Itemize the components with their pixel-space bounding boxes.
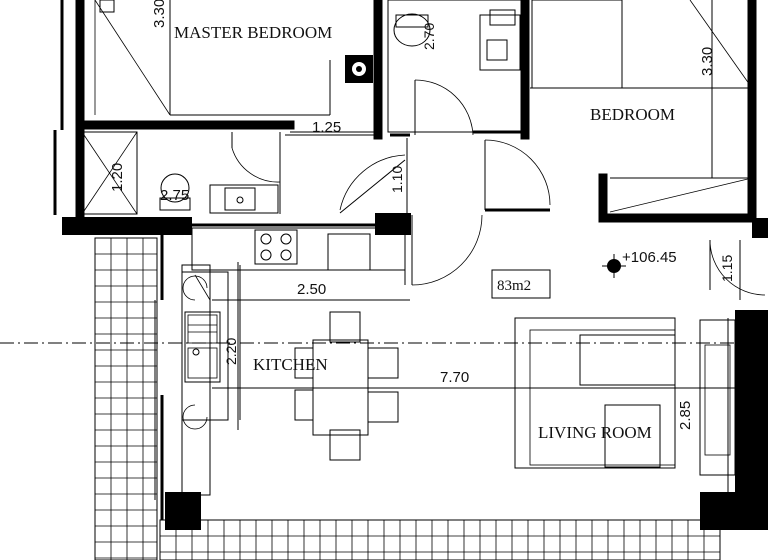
area-box <box>491 269 551 299</box>
dim-door-width: 1.10 <box>389 166 405 193</box>
coffee-table <box>604 404 661 468</box>
door-master <box>414 79 474 136</box>
dim-bedroom-height: 3.30 <box>699 47 716 76</box>
kitchen-label: KITCHEN <box>253 355 328 374</box>
door-corridor <box>339 154 406 214</box>
dim-bath-width: 2.75 <box>160 187 189 204</box>
dimension-lines <box>136 0 741 520</box>
stove-icon <box>254 229 298 265</box>
dim-corridor-width: 1.25 <box>312 119 341 136</box>
bedroom-label: BEDROOM <box>590 105 675 124</box>
wc <box>345 0 524 133</box>
dim-kitchen-width: 2.50 <box>297 281 326 298</box>
dim-wc-depth: 2.70 <box>421 23 437 50</box>
sink-icon <box>184 311 221 383</box>
sofa <box>514 317 676 469</box>
door-bedroom <box>484 139 551 210</box>
dim-right-opening: 1.15 <box>719 255 735 282</box>
balcony-tiles-bottom <box>159 519 721 560</box>
bed <box>94 0 331 116</box>
master-bedroom-label: MASTER BEDROOM <box>174 23 332 42</box>
level-label: +106.45 <box>622 249 677 266</box>
balcony-tiles-left <box>94 237 158 560</box>
toilet-icon <box>159 173 191 211</box>
dim-bath-height: 1.20 <box>109 163 126 192</box>
dim-master-left: 3.30 <box>151 0 168 28</box>
dim-kitchen-depth: 2.20 <box>223 338 239 365</box>
door-entry <box>404 214 483 286</box>
bedroom-furniture <box>530 0 753 213</box>
living-room-label: LIVING ROOM <box>538 423 652 442</box>
dim-living-right: 2.85 <box>677 401 694 430</box>
level-marker-icon <box>602 254 626 278</box>
tv-unit <box>699 319 736 476</box>
dim-living-length: 7.70 <box>440 369 469 386</box>
door-right <box>709 239 766 296</box>
kitchen-counter <box>181 227 406 496</box>
walls <box>53 0 768 530</box>
dining-table <box>294 311 399 461</box>
area-label: 83m2 <box>497 278 531 294</box>
